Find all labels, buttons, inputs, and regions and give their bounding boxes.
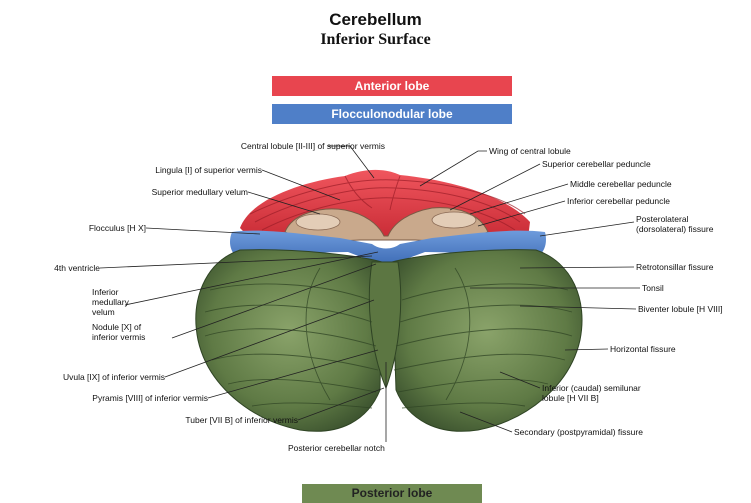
label-pyramis: Pyramis [VIII] of inferior vermis bbox=[92, 393, 208, 403]
label-inferior-medullary-velum: Inferior medullary velum bbox=[92, 287, 129, 317]
legend-posterior-lobe: Posterior lobe bbox=[302, 484, 482, 503]
label-middle-cerebellar-peduncle: Middle cerebellar peduncle bbox=[570, 179, 672, 189]
label-inferior-cerebellar-peduncle: Inferior cerebellar peduncle bbox=[567, 196, 670, 206]
label-wing-of-central-lobule: Wing of central lobule bbox=[489, 146, 571, 156]
label-tonsil: Tonsil bbox=[642, 283, 664, 293]
label-flocculus: Flocculus [H X] bbox=[89, 223, 146, 233]
label-inferior-semilunar-lobule: Inferior (caudal) semilunar lobule [H VI… bbox=[542, 383, 641, 403]
label-posterior-cerebellar-notch: Posterior cerebellar notch bbox=[288, 443, 385, 453]
label-tuber: Tuber [VII B] of inferior vermis bbox=[185, 415, 298, 425]
label-secondary-fissure: Secondary (postpyramidal) fissure bbox=[514, 427, 643, 437]
label-central-lobule: Central lobule [II-III] of superior verm… bbox=[241, 141, 385, 151]
label-retrotonsillar-fissure: Retrotonsillar fissure bbox=[636, 262, 713, 272]
label-biventer-lobule: Biventer lobule [H VIII] bbox=[638, 304, 723, 314]
label-uvula: Uvula [IX] of inferior vermis bbox=[63, 372, 165, 382]
label-posterolateral-fissure: Posterolateral (dorsolateral) fissure bbox=[636, 214, 713, 234]
label-lingula: Lingula [I] of superior vermis bbox=[155, 165, 262, 175]
label-horizontal-fissure: Horizontal fissure bbox=[610, 344, 676, 354]
label-nodule: Nodule [X] of inferior vermis bbox=[92, 322, 145, 342]
label-superior-medullary-velum: Superior medullary velum bbox=[152, 187, 248, 197]
label-fourth-ventricle: 4th ventricle bbox=[54, 263, 100, 273]
label-superior-cerebellar-peduncle: Superior cerebellar peduncle bbox=[542, 159, 651, 169]
